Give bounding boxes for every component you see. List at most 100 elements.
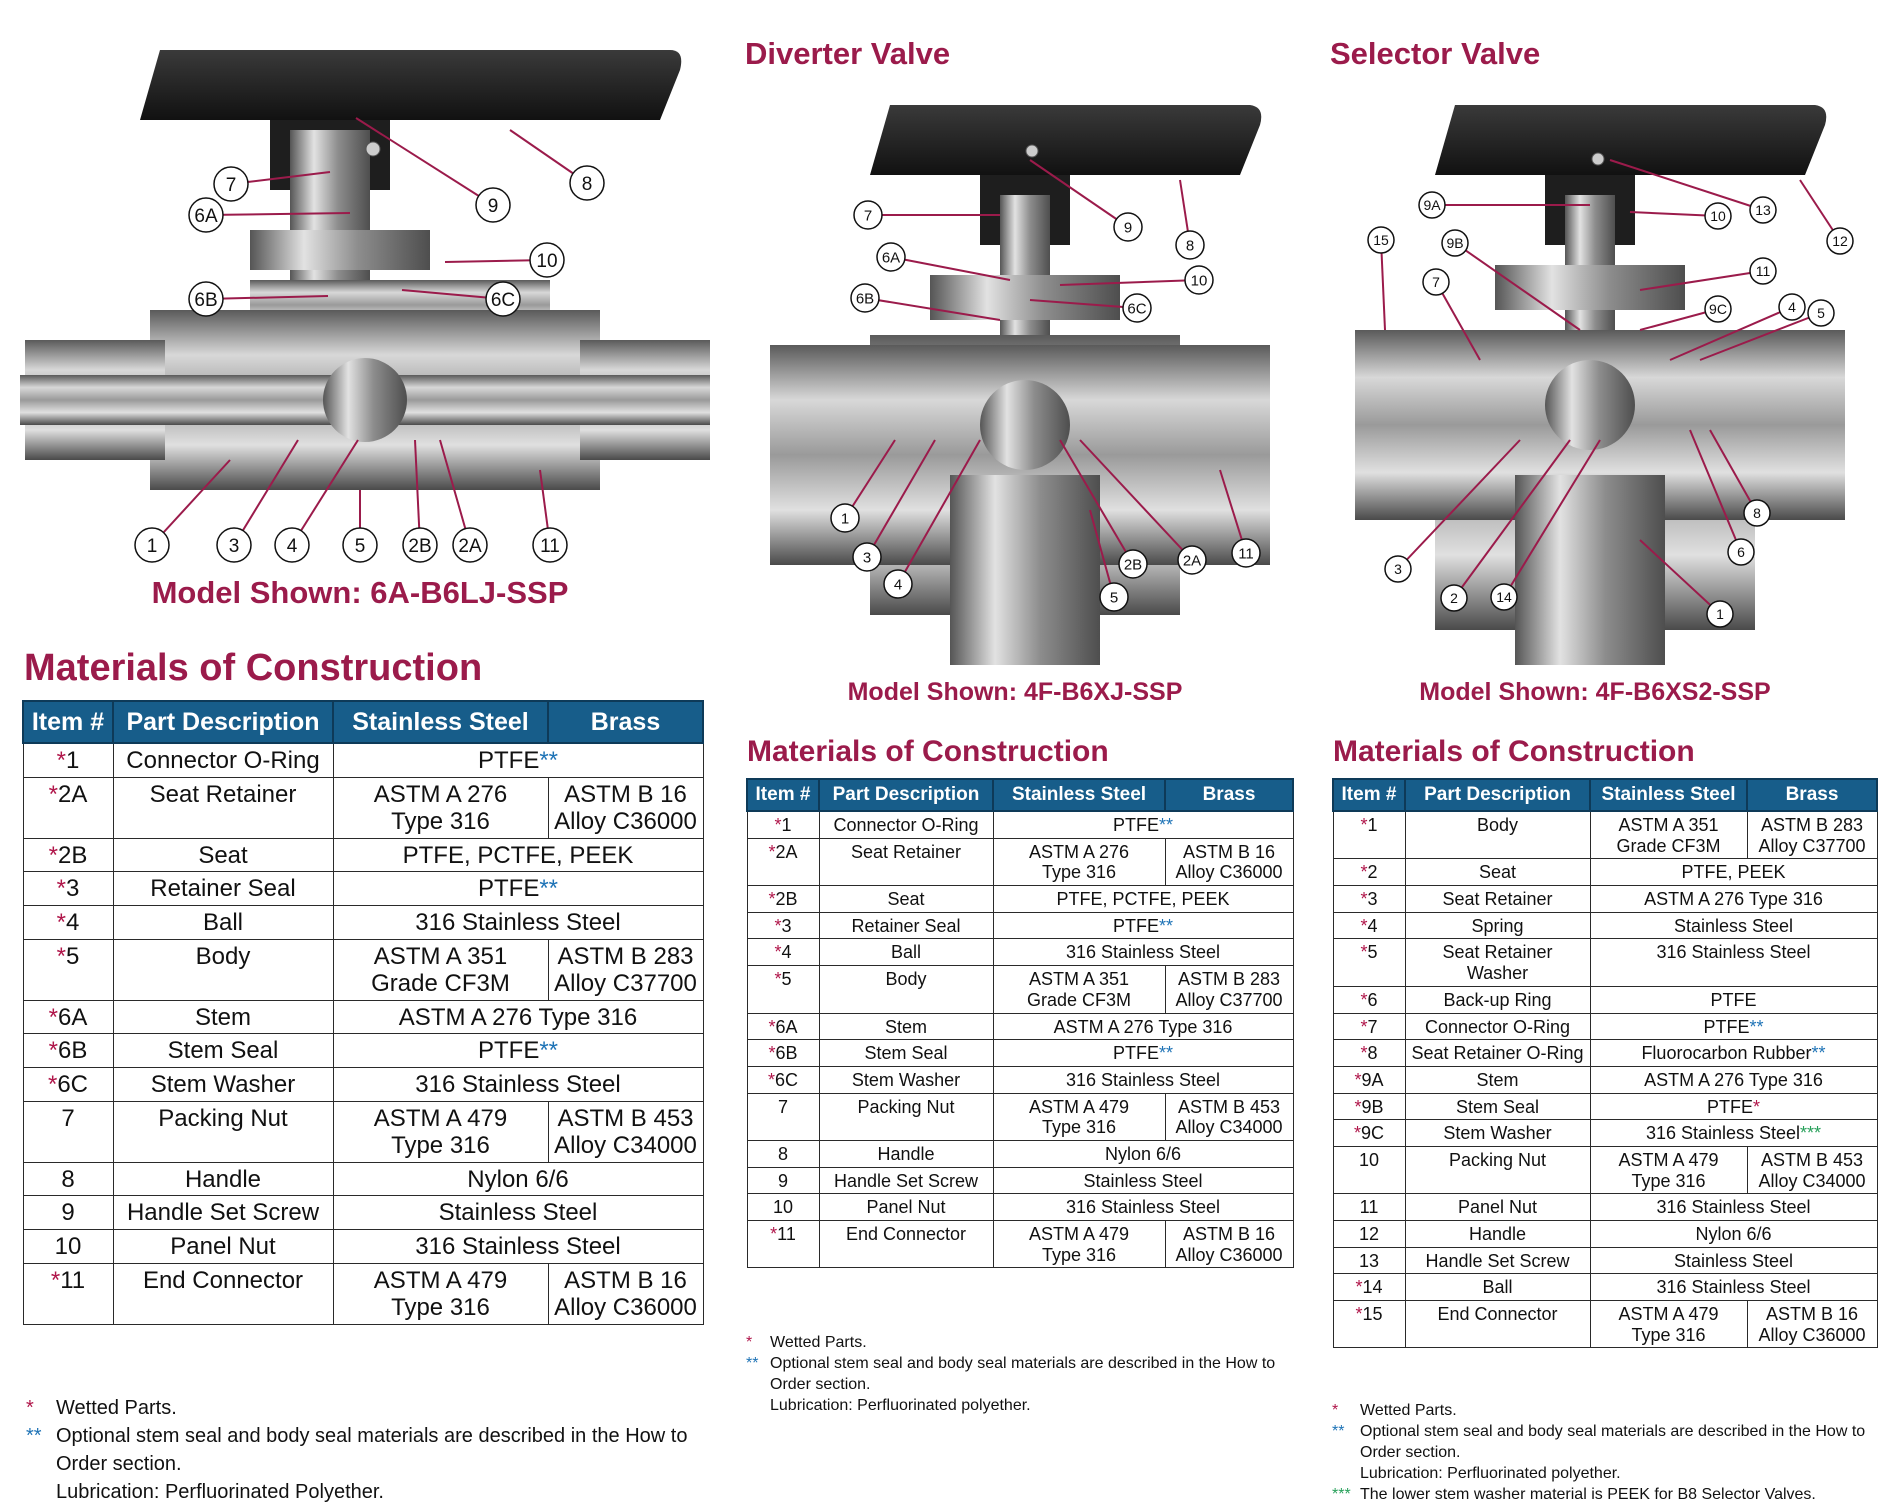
- footnote: Lubrication: Perfluorinated Polyether.: [56, 1481, 384, 1503]
- selector-valve-cutaway: [1355, 105, 1845, 665]
- item-number: 10: [1332, 1145, 1406, 1195]
- svg-text:6C: 6C: [491, 290, 515, 311]
- item-number: *6B: [746, 1039, 820, 1067]
- footnote: ***The lower stem washer material is PEE…: [1332, 1486, 1816, 1503]
- stainless-material: PTFE**: [332, 871, 704, 906]
- stainless-material: Stainless Steel: [1589, 1246, 1878, 1275]
- item-number: 9: [22, 1195, 114, 1230]
- callout-2A: 2A: [439, 439, 488, 563]
- part-description: Panel Nut: [1404, 1193, 1591, 1221]
- diverter-valve-title: Diverter Valve: [745, 36, 951, 71]
- item-number: *6B: [22, 1033, 114, 1068]
- item-number: *4: [22, 904, 114, 940]
- part-description: Stem Seal: [818, 1039, 994, 1067]
- callout-6B: 6B: [850, 283, 1001, 321]
- item-number: 7: [746, 1092, 820, 1141]
- stainless-material: 316 Stainless Steel***: [1589, 1119, 1878, 1147]
- item-number: *9A: [1332, 1065, 1406, 1094]
- part-description: End Connector: [1404, 1300, 1591, 1349]
- svg-text:1: 1: [841, 510, 849, 527]
- svg-text:11: 11: [540, 536, 560, 557]
- item-number: 8: [22, 1161, 114, 1197]
- part-description: End Connector: [112, 1262, 334, 1325]
- stainless-material: PTFE**: [992, 911, 1294, 940]
- part-description: Stem Seal: [1404, 1092, 1591, 1121]
- stainless-material: 316 Stainless Steel: [332, 1228, 704, 1264]
- stainless-material: 316 Stainless Steel: [992, 1193, 1294, 1221]
- stainless-material: Stainless Steel: [332, 1195, 704, 1230]
- model-shown-caption: Model Shown: 4F-B6XJ-SSP: [847, 678, 1183, 706]
- stainless-material: PTFE**: [1589, 1012, 1878, 1041]
- callout-9: 9: [1029, 159, 1143, 242]
- callout-9: 9: [355, 117, 511, 223]
- callout-1: 1: [1639, 539, 1734, 628]
- callout-11: 11: [1219, 469, 1261, 568]
- part-description: Seat: [1404, 858, 1591, 887]
- part-description: Panel Nut: [818, 1193, 994, 1221]
- col-header-item: Item #: [746, 778, 820, 812]
- svg-text:7: 7: [226, 175, 237, 196]
- callout-8: 8: [1709, 429, 1771, 527]
- svg-text:5: 5: [1110, 589, 1118, 606]
- svg-text:4: 4: [1788, 299, 1796, 315]
- svg-text:11: 11: [1756, 263, 1771, 279]
- callout-8: 8: [1175, 179, 1205, 260]
- callout-3: 3: [852, 439, 936, 572]
- stainless-material: PTFE**: [332, 1033, 704, 1068]
- svg-text:2: 2: [1450, 590, 1458, 606]
- item-number: *6: [1332, 985, 1406, 1014]
- svg-text:13: 13: [1755, 202, 1771, 218]
- part-description: Packing Nut: [818, 1092, 994, 1141]
- stainless-material: PTFE**: [992, 1039, 1294, 1067]
- item-number: *6C: [22, 1066, 114, 1102]
- stainless-material: Stainless Steel: [992, 1166, 1294, 1195]
- svg-text:7: 7: [864, 207, 872, 224]
- svg-text:10: 10: [536, 251, 557, 272]
- col-header-stainless: Stainless Steel: [332, 700, 549, 744]
- callout-7: 7: [853, 200, 1000, 230]
- footnote: *Wetted Parts.: [26, 1397, 177, 1419]
- item-number: *15: [1332, 1300, 1406, 1349]
- item-number: *4: [746, 938, 820, 967]
- part-description: Handle Set Screw: [1404, 1246, 1591, 1275]
- item-number: *4: [1332, 911, 1406, 940]
- item-number: *3: [1332, 885, 1406, 913]
- stainless-material: PTFE, PCTFE, PEEK: [332, 837, 704, 873]
- part-description: Seat Retainer Washer: [1404, 938, 1591, 987]
- part-description: Body: [1404, 810, 1591, 860]
- part-description: Stem Seal: [112, 1033, 334, 1068]
- svg-text:12: 12: [1832, 233, 1848, 249]
- selector-valve-title: Selector Valve: [1330, 36, 1541, 71]
- part-description: Stem Washer: [818, 1065, 994, 1094]
- part-description: Body: [818, 965, 994, 1014]
- part-description: Back-up Ring: [1404, 985, 1591, 1014]
- part-description: Seat Retainer: [112, 776, 334, 839]
- stainless-material: 316 Stainless Steel: [332, 1066, 704, 1102]
- svg-text:10: 10: [1710, 208, 1726, 224]
- item-number: 11: [1332, 1193, 1406, 1221]
- col-header-brass: Brass: [547, 700, 704, 744]
- part-description: Ball: [1404, 1273, 1591, 1302]
- footnote: Order section.: [1360, 1444, 1461, 1461]
